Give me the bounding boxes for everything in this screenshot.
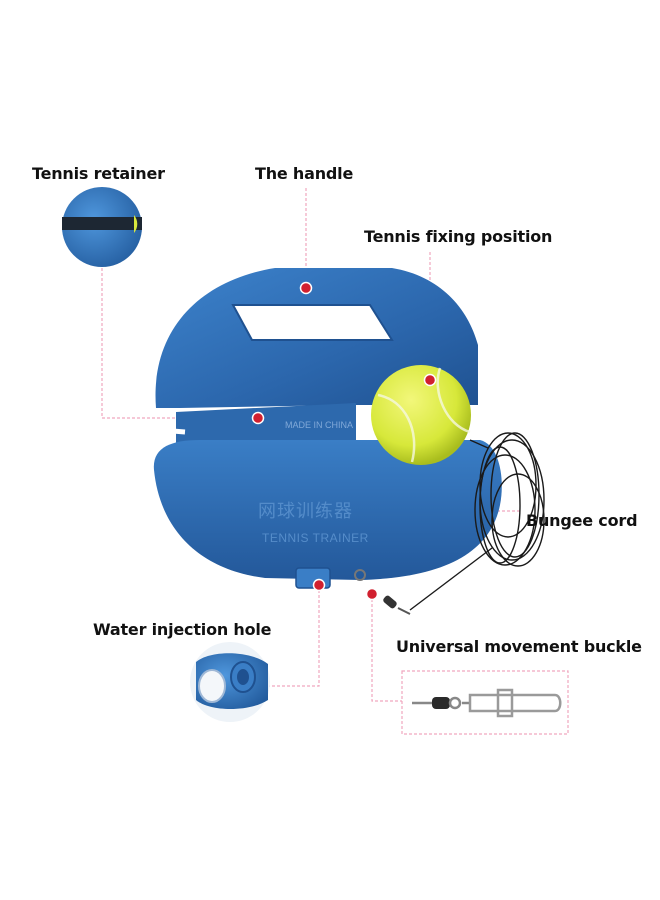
- markers: [251, 281, 437, 601]
- english-emboss-text: TENNIS TRAINER: [262, 531, 369, 545]
- label-handle: The handle: [255, 164, 354, 183]
- tennis-ball: [371, 365, 471, 465]
- bungee-cord: [409, 432, 545, 611]
- leader-retainer: [101, 268, 258, 419]
- buckle-inset: [401, 670, 569, 735]
- base-lower-shell: [153, 440, 502, 580]
- trainer-base: MADE IN CHINA 网球训练器 TENNIS TRAINER: [153, 268, 502, 589]
- leader-water: [268, 585, 320, 687]
- marker-retainer: [251, 411, 265, 425]
- marker-fixing: [423, 373, 437, 387]
- retainer-groove: [176, 403, 356, 446]
- leader-buckle: [371, 594, 402, 702]
- label-bungee-cord: Bungee cord: [526, 511, 638, 530]
- cord-to-buckle: [409, 547, 493, 611]
- water-hole-inset: [190, 642, 270, 722]
- handle-slot: [233, 305, 392, 340]
- marker-buckle: [365, 587, 379, 601]
- label-universal-movement-buckle: Universal movement buckle: [396, 637, 642, 656]
- marker-handle: [299, 281, 313, 295]
- chinese-emboss-text: 网球训练器: [258, 501, 353, 522]
- made-in-text: MADE IN CHINA: [285, 420, 353, 430]
- retainer-strap: [62, 217, 142, 230]
- swivel-buckle-icon: [412, 688, 562, 718]
- label-tennis-fixing-position: Tennis fixing position: [364, 227, 553, 246]
- retainer-inset: [62, 187, 142, 267]
- marker-water: [312, 578, 326, 592]
- label-water-injection-hole: Water injection hole: [93, 620, 272, 639]
- device-buckle: [354, 569, 411, 615]
- label-tennis-retainer: Tennis retainer: [32, 164, 165, 183]
